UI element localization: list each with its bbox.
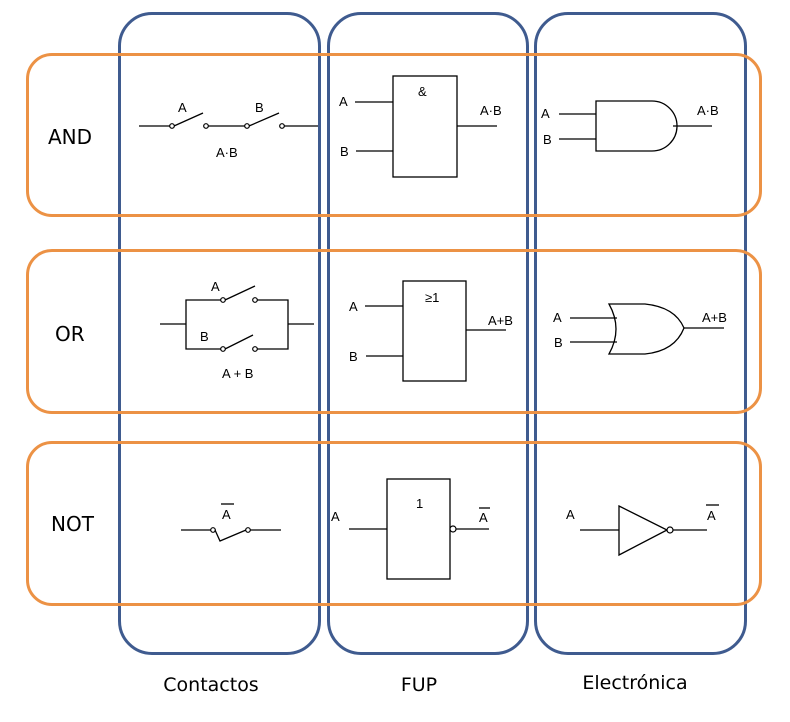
or-gate-body (607, 303, 685, 355)
column-label-contactos: Contactos (163, 674, 259, 696)
not-elec-output: A (707, 508, 716, 523)
or-contacts-label-a: A (211, 279, 220, 294)
row-box-not (26, 441, 762, 606)
contact-terminal (220, 297, 226, 303)
not-fup-symbol: 1 (416, 496, 423, 511)
and-contacts-label-a: A (178, 100, 187, 115)
switch-a-blade (173, 112, 204, 127)
column-label-electronica: Electrónica (582, 672, 688, 694)
and-elec-input-b: B (543, 132, 552, 147)
contact-terminal (220, 346, 226, 352)
not-contacts-label: A (222, 507, 231, 522)
row-label-not: NOT (51, 512, 94, 536)
and-gate-body (595, 100, 678, 152)
contact-terminal (252, 346, 258, 352)
not-contacts-nc-switch: A (181, 503, 281, 542)
or-fup-box (402, 280, 467, 382)
or-fup-symbol: ≥1 (425, 290, 439, 305)
or-contacts-parallel-switches: A B A + B (160, 279, 314, 381)
not-fup-block: A 1 A (331, 478, 490, 580)
not-fup-output: A (479, 510, 488, 525)
or-elec-output: A+B (702, 310, 727, 325)
negation-bubble (666, 526, 674, 534)
and-fup-input-a: A (339, 94, 348, 109)
contact-terminal (210, 527, 216, 533)
row-label-and: AND (48, 125, 93, 149)
and-fup-box (392, 75, 458, 178)
contact-terminal (203, 123, 209, 129)
and-fup-symbol: & (418, 84, 427, 99)
right-bus (257, 299, 289, 350)
or-fup-input-b: B (349, 349, 358, 364)
not-elec-input-a: A (566, 507, 575, 522)
contact-terminal (244, 123, 250, 129)
switch-b-blade (248, 112, 280, 127)
or-fup-block: A B ≥1 A+B (349, 280, 513, 382)
row-label-or: OR (55, 322, 85, 346)
contact-terminal (252, 297, 258, 303)
not-gate-triangle (618, 504, 669, 557)
and-fup-block: A B & A·B (339, 75, 502, 178)
contact-terminal (245, 527, 251, 533)
and-elec-input-a: A (541, 106, 550, 121)
or-gate-symbol: A B A+B (553, 303, 727, 355)
and-contacts-series-switches: A B A·B (139, 100, 318, 160)
or-contacts-label-b: B (200, 329, 209, 344)
or-elec-input-a: A (553, 310, 562, 325)
contact-terminal (169, 123, 175, 129)
switch-a-blade (224, 285, 256, 301)
or-fup-output: A+B (488, 313, 513, 328)
column-box-fup (327, 12, 529, 655)
column-box-electronica (534, 12, 747, 655)
or-contacts-result: A + B (222, 366, 253, 381)
or-elec-input-b: B (554, 335, 563, 350)
switch-b-blade (224, 334, 254, 350)
not-fup-input-a: A (331, 509, 340, 524)
negation-bubble (449, 525, 457, 533)
row-box-and (26, 53, 762, 217)
contact-terminal (279, 123, 285, 129)
and-gate-symbol: A B A·B (541, 100, 719, 152)
left-bus (185, 299, 221, 350)
and-contacts-result: A·B (216, 145, 238, 160)
column-box-contactos (118, 12, 321, 655)
and-fup-input-b: B (340, 144, 349, 159)
not-gate-symbol: A A (566, 504, 719, 557)
row-box-or (26, 249, 762, 414)
not-fup-box (386, 478, 451, 580)
column-label-fup: FUP (400, 674, 438, 696)
and-fup-output: A·B (480, 103, 502, 118)
and-contacts-label-b: B (255, 100, 264, 115)
or-fup-input-a: A (349, 299, 358, 314)
and-elec-output: A·B (697, 103, 719, 118)
nc-switch-blade (214, 529, 247, 542)
